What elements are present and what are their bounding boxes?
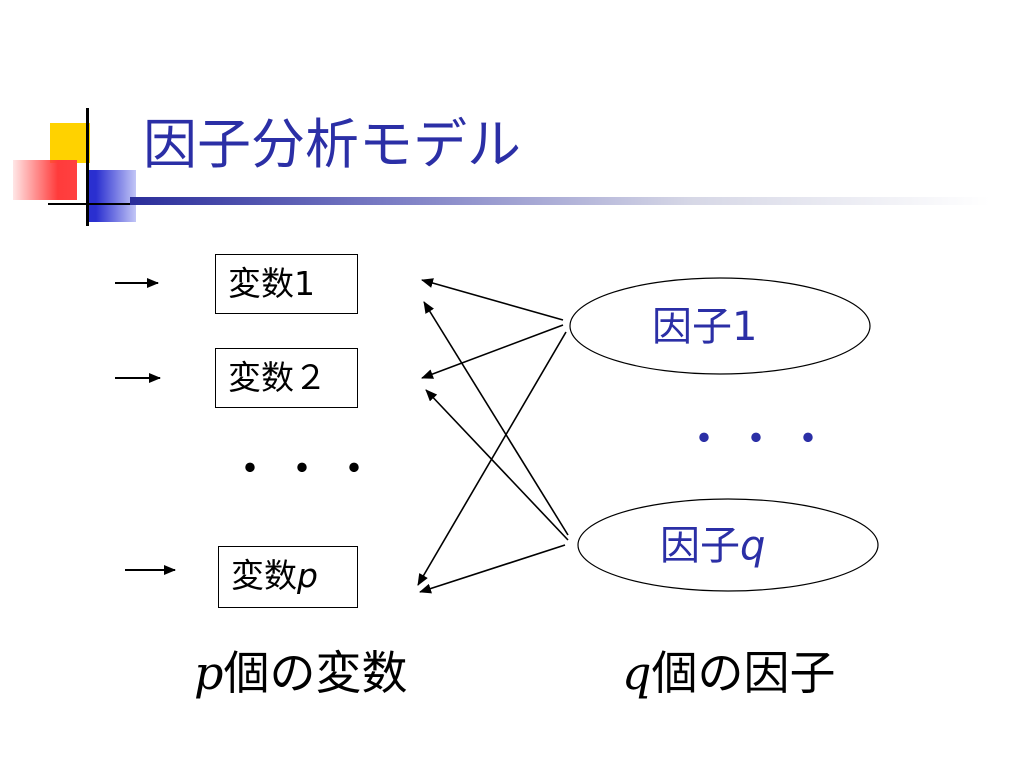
ornament-blue-square (86, 170, 136, 222)
variable-1-index: 1 (294, 264, 315, 303)
factors-caption-text: 個の因子 (651, 646, 836, 700)
ornament-yellow-square (50, 123, 90, 163)
loading-arrow-fq-v2 (425, 389, 569, 541)
loading-arrow-fq-v1 (423, 301, 569, 536)
ornament-horizontal-line (48, 203, 143, 205)
variable-2-index: ２ (294, 358, 327, 397)
title-underline (130, 197, 990, 205)
variables-caption-symbol: p (194, 646, 224, 700)
factor-q-ellipse (577, 498, 879, 592)
loading-arrow-f1-v2 (421, 324, 564, 379)
ornament-red-bar (13, 160, 77, 200)
variables-ellipsis: ・・・ (228, 444, 384, 495)
factor-1-label: 因子1 (652, 307, 757, 347)
variable-box-1: 変数1 (215, 254, 358, 314)
variables-caption: p個の変数 (194, 650, 407, 696)
variable-p-name: 変数 (231, 556, 297, 595)
variable-box-p: 変数p (218, 546, 358, 608)
factor-q-index: q (740, 523, 766, 569)
factor-1-ellipse (569, 277, 871, 375)
ornament-vertical-line (86, 108, 89, 226)
factors-caption-symbol: q (622, 646, 652, 700)
loading-arrow-fq-vp (419, 544, 566, 594)
variable-box-2: 変数２ (215, 348, 358, 408)
loading-arrow-f1-v1 (421, 278, 564, 321)
variables-caption-text: 個の変数 (223, 646, 408, 700)
factor-q-label: 因子q (660, 526, 765, 566)
variable-1-name: 変数 (228, 264, 294, 303)
factor-1-index: 1 (732, 304, 758, 350)
factor-1-name: 因子 (652, 304, 732, 350)
factor-q-name: 因子 (660, 523, 740, 569)
variable-2-name: 変数 (228, 358, 294, 397)
slide-title: 因子分析モデル (143, 113, 521, 176)
factors-caption: q個の因子 (622, 650, 835, 696)
factors-ellipsis: ・・・ (682, 414, 838, 465)
loading-arrow-f1-vp (417, 331, 567, 586)
variable-p-index: p (297, 556, 318, 595)
